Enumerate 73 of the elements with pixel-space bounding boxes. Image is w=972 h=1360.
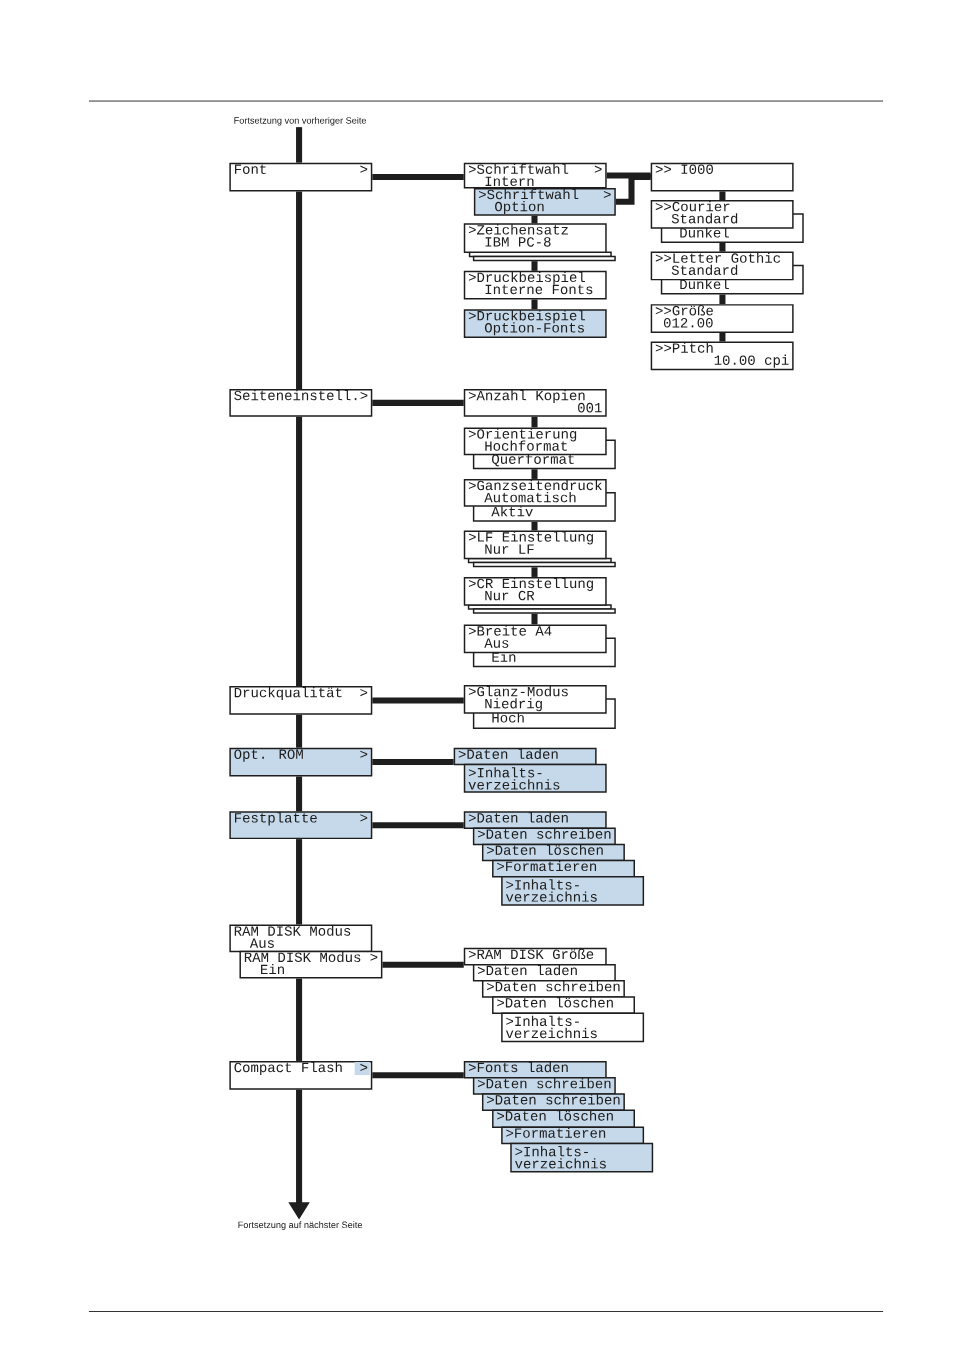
- connector-bar: [296, 127, 303, 163]
- menu-box: >>Größe 012.00: [650, 304, 794, 333]
- menu-box: >Daten laden: [453, 747, 597, 766]
- connector-bar: [372, 399, 464, 406]
- menu-box: >Breite A4 Aus: [463, 624, 607, 654]
- connector-bar: [531, 567, 538, 577]
- menu-box: >Formatieren: [501, 1126, 645, 1145]
- menu-box: >Ganzseitendruck Automatisch: [463, 478, 607, 507]
- connector-bar: [615, 174, 651, 205]
- connector-bar: [606, 172, 651, 179]
- menu-box: >Inhalts- verzeichnis: [510, 1142, 654, 1173]
- connector-bar: [531, 469, 538, 479]
- continuation-note: Fortsetzung auf nächster Seite: [238, 1221, 363, 1230]
- connector-bar: [531, 215, 538, 224]
- menu-box: Opt. ROM >: [229, 747, 373, 777]
- connector-bar: [382, 961, 464, 968]
- connector-bar: [719, 243, 726, 252]
- connector-bar: [296, 839, 303, 925]
- connector-bar: [531, 613, 538, 625]
- connector-bar: [531, 416, 538, 428]
- connector-bar: [296, 416, 303, 687]
- menu-box: >>Pitch 10.00 cpi: [650, 341, 794, 371]
- menu-box: >Fonts laden: [463, 1060, 607, 1079]
- menu-box: Compact Flash >: [229, 1060, 373, 1090]
- menu-box: >Schriftwahl > Option: [473, 187, 616, 216]
- menu-box: >Daten laden: [472, 963, 616, 982]
- menu-box: Festplatte >: [229, 811, 373, 840]
- menu-box: Seiteneinstell.>: [229, 389, 373, 417]
- menu-box: >Inhalts- verzeichnis: [501, 876, 645, 906]
- stacked-box: [472, 608, 616, 614]
- menu-box: RAM DISK Modus Aus: [229, 924, 373, 953]
- menu-box: >Druckbeispiel Option-Fonts: [463, 309, 607, 338]
- menu-box: >Daten löschen: [492, 996, 635, 1014]
- connector-bar: [531, 261, 538, 271]
- connector-bar: [719, 294, 726, 305]
- menu-box: Druckqualität >: [229, 686, 373, 715]
- menu-box: >Daten schreiben: [481, 980, 625, 998]
- menu-box: >>Letter Gothic Standard: [650, 251, 794, 281]
- connector-bar: [372, 697, 464, 704]
- connector-bar: [372, 759, 454, 766]
- menu-box: >Formatieren: [492, 859, 635, 878]
- menu-box: >Orientierung Hochformat: [463, 427, 607, 456]
- menu-box: >Daten laden: [463, 811, 607, 829]
- connector-bar: [372, 822, 464, 829]
- menu-box: >Daten löschen: [492, 1109, 635, 1129]
- continuation-note: Fortsetzung von vorheriger Seite: [234, 117, 367, 126]
- menu-box: >Daten schreiben: [472, 1077, 616, 1095]
- menu-box: >Daten schreiben: [481, 1093, 625, 1111]
- menu-box: >Anzahl Kopien 001: [463, 389, 607, 417]
- stacked-box: [472, 255, 616, 262]
- menu-box: >Inhalts- verzeichnis: [463, 763, 607, 793]
- stacked-box: [472, 561, 616, 568]
- connector-bar: [296, 776, 303, 812]
- connector-bar: [372, 174, 464, 181]
- connector-bar: [296, 714, 303, 748]
- connector-bar: [719, 332, 726, 342]
- menu-box: RAM DISK Modus > Ein: [239, 950, 383, 979]
- menu-box: Font >: [229, 162, 373, 192]
- connector-bar: [296, 978, 303, 1061]
- menu-box: >Druckbeispiel Interne Fonts: [463, 270, 607, 300]
- menu-box: >Inhalts- verzeichnis: [501, 1012, 645, 1043]
- menu-box: >>Courier Standard: [650, 200, 794, 229]
- menu-box: >Daten schreiben: [472, 827, 616, 846]
- connector-bar: [719, 191, 726, 201]
- connector-bar: [372, 1072, 464, 1079]
- menu-box: >Schriftwahl > Intern: [463, 162, 607, 189]
- connector-bar: [296, 191, 303, 389]
- connector-bar: [531, 299, 538, 310]
- menu-box: >> I000: [650, 162, 794, 192]
- menu-box: >Daten löschen: [481, 843, 625, 862]
- menu-box: >RAM DISK Größe: [463, 947, 607, 966]
- menu-box: >Glanz-Modus Niedrig: [463, 685, 607, 714]
- connector-bar: [531, 521, 538, 531]
